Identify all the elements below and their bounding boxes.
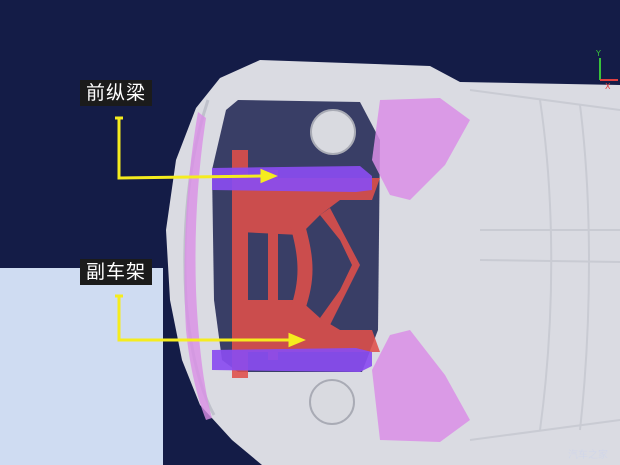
- axis-y-label: Y: [595, 49, 601, 58]
- axis-x-label: X: [605, 82, 611, 91]
- front-reinforcement-strip: [184, 112, 212, 420]
- a-pillar-reinforcement-bottom: [372, 330, 470, 442]
- strut-tower-top: [310, 109, 356, 155]
- callout-front-beam: [115, 116, 278, 184]
- front-longitudinal-beams: [212, 166, 372, 372]
- floor-lines: [469, 89, 620, 441]
- axis-indicator: Y X: [595, 49, 618, 91]
- left-panel: [0, 268, 163, 465]
- subframe: [232, 150, 380, 378]
- a-pillar-reinforcement-top: [372, 98, 470, 200]
- label-front-longitudinal-beam: 前纵梁: [80, 80, 153, 106]
- callout-subframe: [115, 294, 306, 348]
- watermark-logo: 汽车之家: [568, 450, 608, 461]
- label-subframe: 副车架: [80, 259, 153, 285]
- strut-tower-bottom: [309, 379, 355, 425]
